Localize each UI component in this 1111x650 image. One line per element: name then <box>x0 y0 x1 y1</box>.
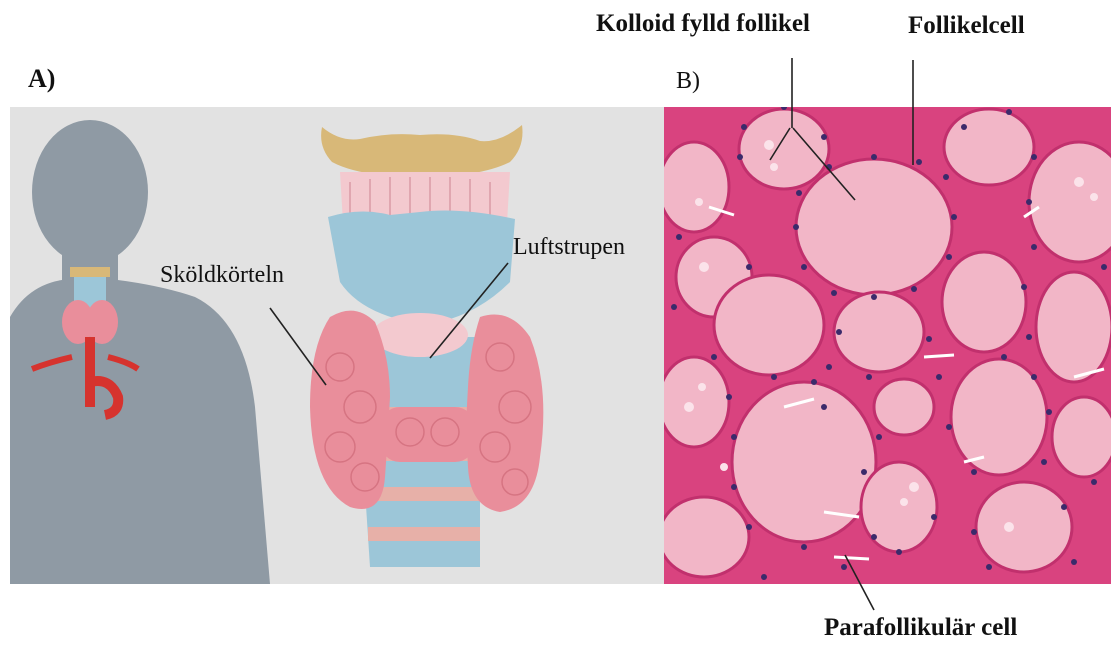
follicle-cell-label: Follikelcell <box>908 12 1025 40</box>
colloid-follicle-label: Kolloid fylld follikel <box>596 10 810 38</box>
thyroid-histology-micrograph <box>664 107 1111 584</box>
panel-b-letter: B) <box>676 68 700 95</box>
thyroid-anatomy-illustration <box>10 107 664 584</box>
parafollicular-cell-label: Parafollikulär cell <box>824 614 1017 642</box>
panel-a-letter: A) <box>28 64 55 94</box>
thyroid-label: Sköldkörteln <box>160 262 284 289</box>
trachea-label: Luftstrupen <box>513 234 625 261</box>
